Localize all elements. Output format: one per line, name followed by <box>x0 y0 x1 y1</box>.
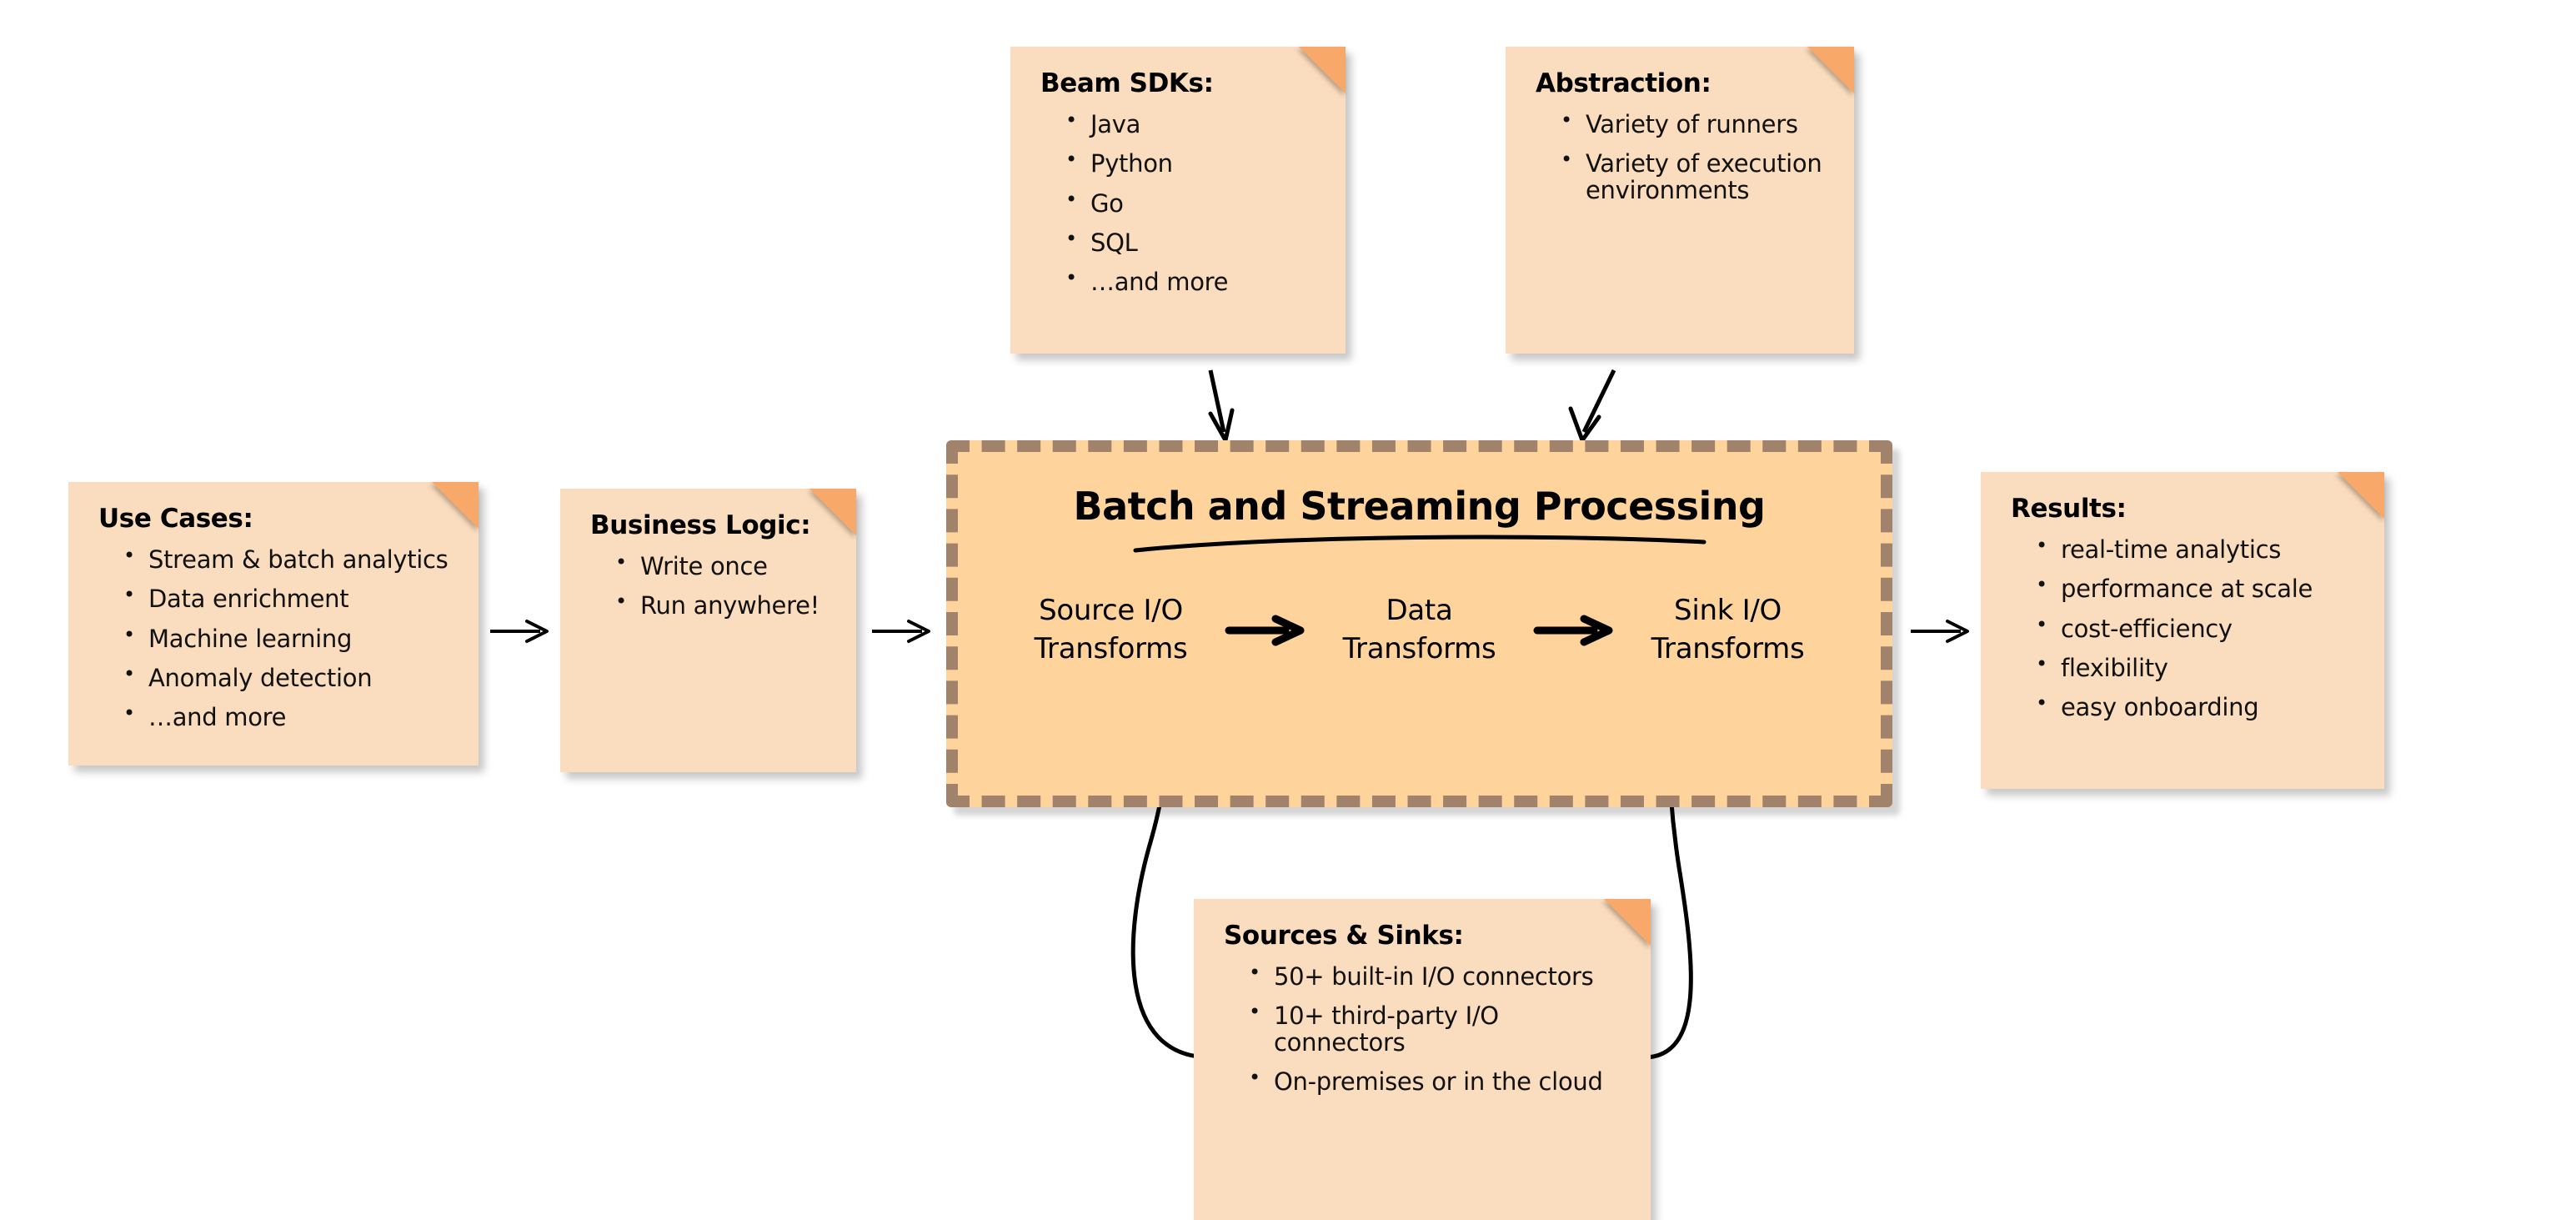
list-item: Machine learning <box>120 625 457 652</box>
page-fold-icon <box>2338 472 2384 519</box>
list-item: cost-efficiency <box>2032 615 2363 642</box>
main-box-title: Batch and Streaming Processing <box>1073 484 1766 529</box>
main-processing-box: Batch and Streaming Processing Source I/… <box>946 440 1892 807</box>
page-fold-icon <box>1807 47 1854 93</box>
list-item: …and more <box>120 703 457 730</box>
title-underline-icon <box>1133 535 1706 553</box>
note-abstraction: Abstraction: Variety of runners Variety … <box>1506 47 1854 354</box>
list-item: Variety of runners <box>1557 110 1832 138</box>
page-fold-icon <box>809 489 856 535</box>
list-item: 50+ built-in I/O connectors <box>1245 962 1629 990</box>
list-item: On-premises or in the cloud <box>1245 1067 1629 1095</box>
list-item: easy onboarding <box>2032 693 2363 720</box>
list-item: Java <box>1062 110 1324 138</box>
note-list: Stream & batch analytics Data enrichment… <box>98 545 457 731</box>
note-title: Use Cases: <box>98 504 253 534</box>
page-fold-icon <box>1604 899 1651 946</box>
list-item: SQL <box>1062 228 1324 256</box>
list-item: Run anywhere! <box>612 591 834 619</box>
list-item: …and more <box>1062 268 1324 295</box>
page-fold-icon <box>432 482 479 529</box>
list-item: flexibility <box>2032 654 2363 681</box>
page-fold-icon <box>1299 47 1346 93</box>
arrow-mainbox-to-results <box>1911 620 1969 643</box>
stage-arrow-2-icon <box>1524 614 1624 647</box>
note-list: 50+ built-in I/O connectors 10+ third-pa… <box>1224 962 1629 1095</box>
arrow-usecases-to-businesslogic <box>490 620 549 643</box>
main-box-title-wrap: Batch and Streaming Processing <box>958 484 1881 529</box>
note-title: Beam SDKs: <box>1040 68 1214 98</box>
list-item: real-time analytics <box>2032 535 2363 563</box>
note-list: Java Python Go SQL …and more <box>1040 110 1324 296</box>
list-item: 10+ third-party I/O connectors <box>1245 1002 1629 1056</box>
stage-source-io: Source I/O Transforms <box>1034 594 1188 665</box>
note-list: Variety of runners Variety of execution … <box>1536 110 1832 203</box>
arrow-abstraction-to-mainbox <box>1568 369 1616 443</box>
list-item: Write once <box>612 552 834 580</box>
list-item: Python <box>1062 149 1324 177</box>
stage-data-transforms: Data Transforms <box>1342 594 1496 665</box>
list-item: performance at scale <box>2032 575 2363 602</box>
list-item: Anomaly detection <box>120 664 457 691</box>
note-title: Abstraction: <box>1536 68 1711 98</box>
note-title: Sources & Sinks: <box>1224 921 1464 951</box>
list-item: Stream & batch analytics <box>120 545 457 573</box>
stage-sink-io: Sink I/O Transforms <box>1651 594 1805 665</box>
note-title: Results: <box>2011 494 2127 524</box>
arrow-businesslogic-to-mainbox <box>872 620 930 643</box>
pipeline-stage-row: Source I/O Transforms Data Transforms Si… <box>958 592 1881 668</box>
list-item: Variety of execution environments <box>1557 149 1832 203</box>
stage-arrow-1-icon <box>1215 614 1316 647</box>
list-item: Go <box>1062 189 1324 217</box>
note-list: real-time analytics performance at scale… <box>2011 535 2363 721</box>
note-title: Business Logic: <box>590 510 811 540</box>
note-results: Results: real-time analytics performance… <box>1981 472 2384 789</box>
list-item: Data enrichment <box>120 585 457 612</box>
note-sources-sinks: Sources & Sinks: 50+ built-in I/O connec… <box>1194 899 1651 1220</box>
note-list: Write once Run anywhere! <box>590 552 834 620</box>
note-use-cases: Use Cases: Stream & batch analytics Data… <box>68 482 479 766</box>
note-business-logic: Business Logic: Write once Run anywhere! <box>560 489 856 772</box>
arrow-beamsdks-to-mainbox <box>1208 369 1235 443</box>
note-beam-sdks: Beam SDKs: Java Python Go SQL …and more <box>1010 47 1346 354</box>
